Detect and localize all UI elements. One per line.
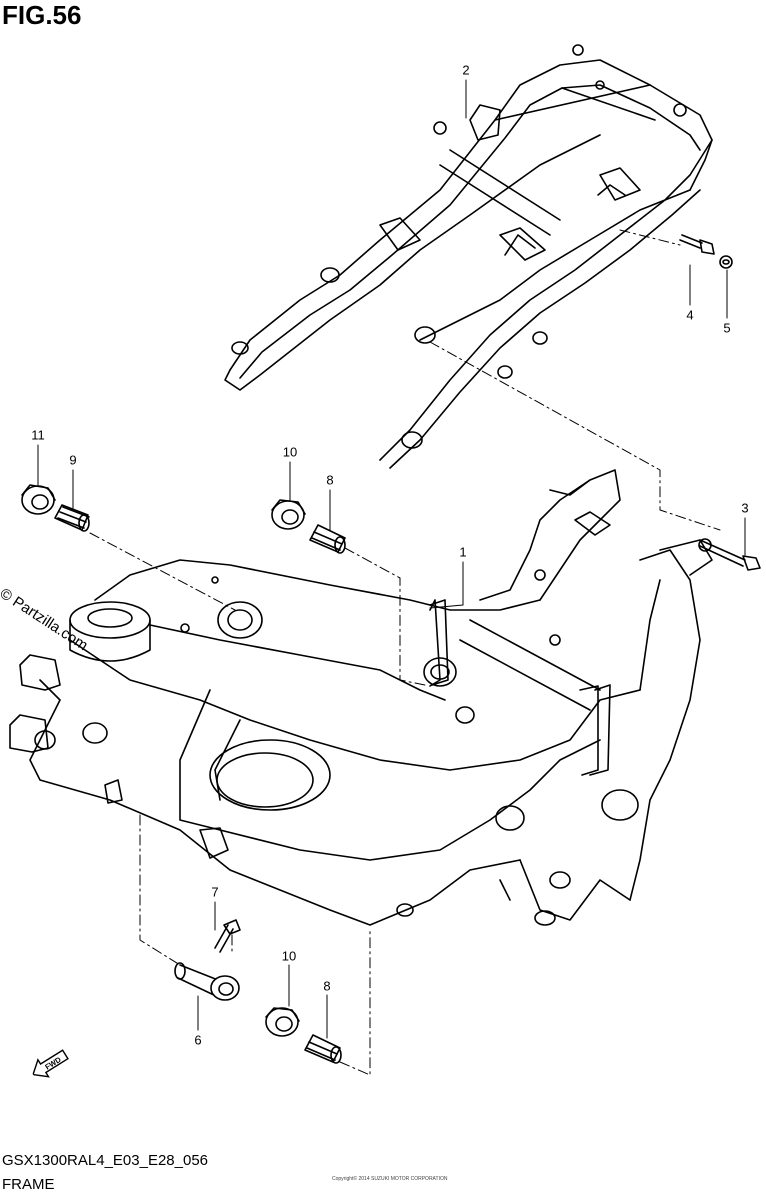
bolt-7-drawing — [214, 919, 241, 953]
callout-2: 2 — [462, 62, 470, 78]
bushing-11-drawing — [21, 484, 56, 515]
callout-10-lower: 10 — [281, 948, 297, 964]
callout-3: 3 — [741, 500, 749, 516]
seat-rail-drawing — [224, 44, 713, 469]
callout-4: 4 — [686, 307, 694, 323]
callout-5: 5 — [723, 320, 731, 336]
assembly-lines — [89, 229, 721, 1076]
callout-1: 1 — [459, 544, 467, 560]
bolt-and-nut-drawing — [679, 234, 733, 269]
callout-11: 11 — [31, 427, 45, 443]
model-code: GSX1300RAL4_E03_E28_056 — [2, 1152, 209, 1169]
bushing-10-upper-drawing — [271, 499, 306, 530]
fine-print: Copyright© 2014 SUZUKI MOTOR CORPORATION — [332, 1176, 448, 1182]
fwd-arrow-icon: FWD — [32, 1049, 69, 1078]
callout-9: 9 — [69, 452, 77, 468]
callout-8-upper: 8 — [326, 472, 334, 488]
figure-title: FIG.56 — [2, 0, 82, 30]
adjuster-8-upper-drawing — [309, 524, 346, 554]
group-name: FRAME — [2, 1176, 55, 1193]
callout-7: 7 — [211, 884, 219, 900]
leader-lines — [37, 79, 746, 1039]
callout-6: 6 — [194, 1032, 202, 1048]
adjuster-9-drawing — [54, 504, 90, 532]
callout-8-lower: 8 — [323, 978, 331, 994]
fwd-arrow: FWD — [27, 1043, 74, 1085]
rear-bolt-drawing — [699, 539, 761, 571]
collar-6-drawing — [174, 962, 240, 1001]
callout-10-upper: 10 — [282, 444, 298, 460]
bushing-10-lower-drawing — [265, 1007, 300, 1037]
adjuster-8-lower-drawing — [304, 1034, 342, 1064]
main-frame-drawing — [9, 469, 713, 926]
